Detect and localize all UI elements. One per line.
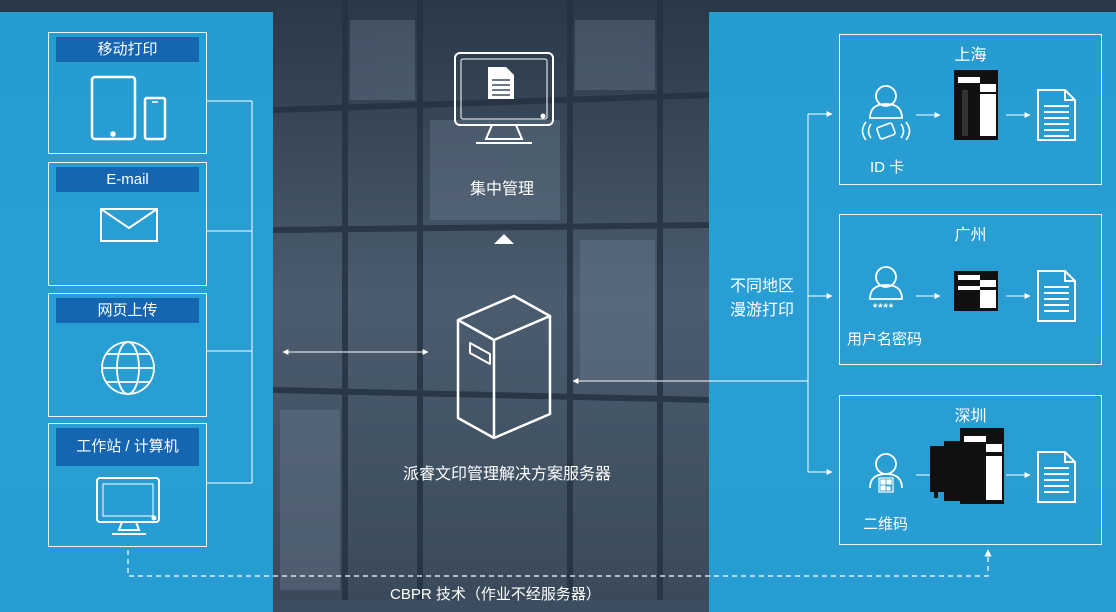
source-label: 网页上传 [56,298,199,323]
region-title: 深圳 [954,408,987,425]
source-box-web-upload: 网页上传 [48,293,207,417]
auth-label-qr: 二维码 [863,516,909,533]
server-label: 派睿文印管理解决方案服务器 [403,466,612,483]
password-mask: **** [873,302,895,314]
source-label: E-mail [56,167,199,192]
region-title: 上海 [954,47,987,64]
cbpr-label: CBPR 技术（作业不经服务器） [390,586,601,603]
source-box-workstation: 工作站 / 计算机 [48,423,207,547]
region-box-shenzhen: 深圳 [839,395,1102,545]
region-title: 广州 [954,227,987,244]
auth-label-id-card: ID 卡 [870,159,905,176]
roaming-label-line1: 不同地区 [730,278,795,295]
region-box-guangzhou: 广州 [839,214,1102,365]
auth-label-password: 用户名密码 [847,331,923,348]
roaming-label-line2: 漫游打印 [730,302,795,319]
management-label: 集中管理 [470,181,535,198]
source-box-email: E-mail [48,162,207,286]
source-label: 移动打印 [56,37,199,62]
source-label: 工作站 / 计算机 [56,428,199,466]
region-box-shanghai: 上海 [839,34,1102,185]
source-box-mobile: 移动打印 [48,32,207,154]
